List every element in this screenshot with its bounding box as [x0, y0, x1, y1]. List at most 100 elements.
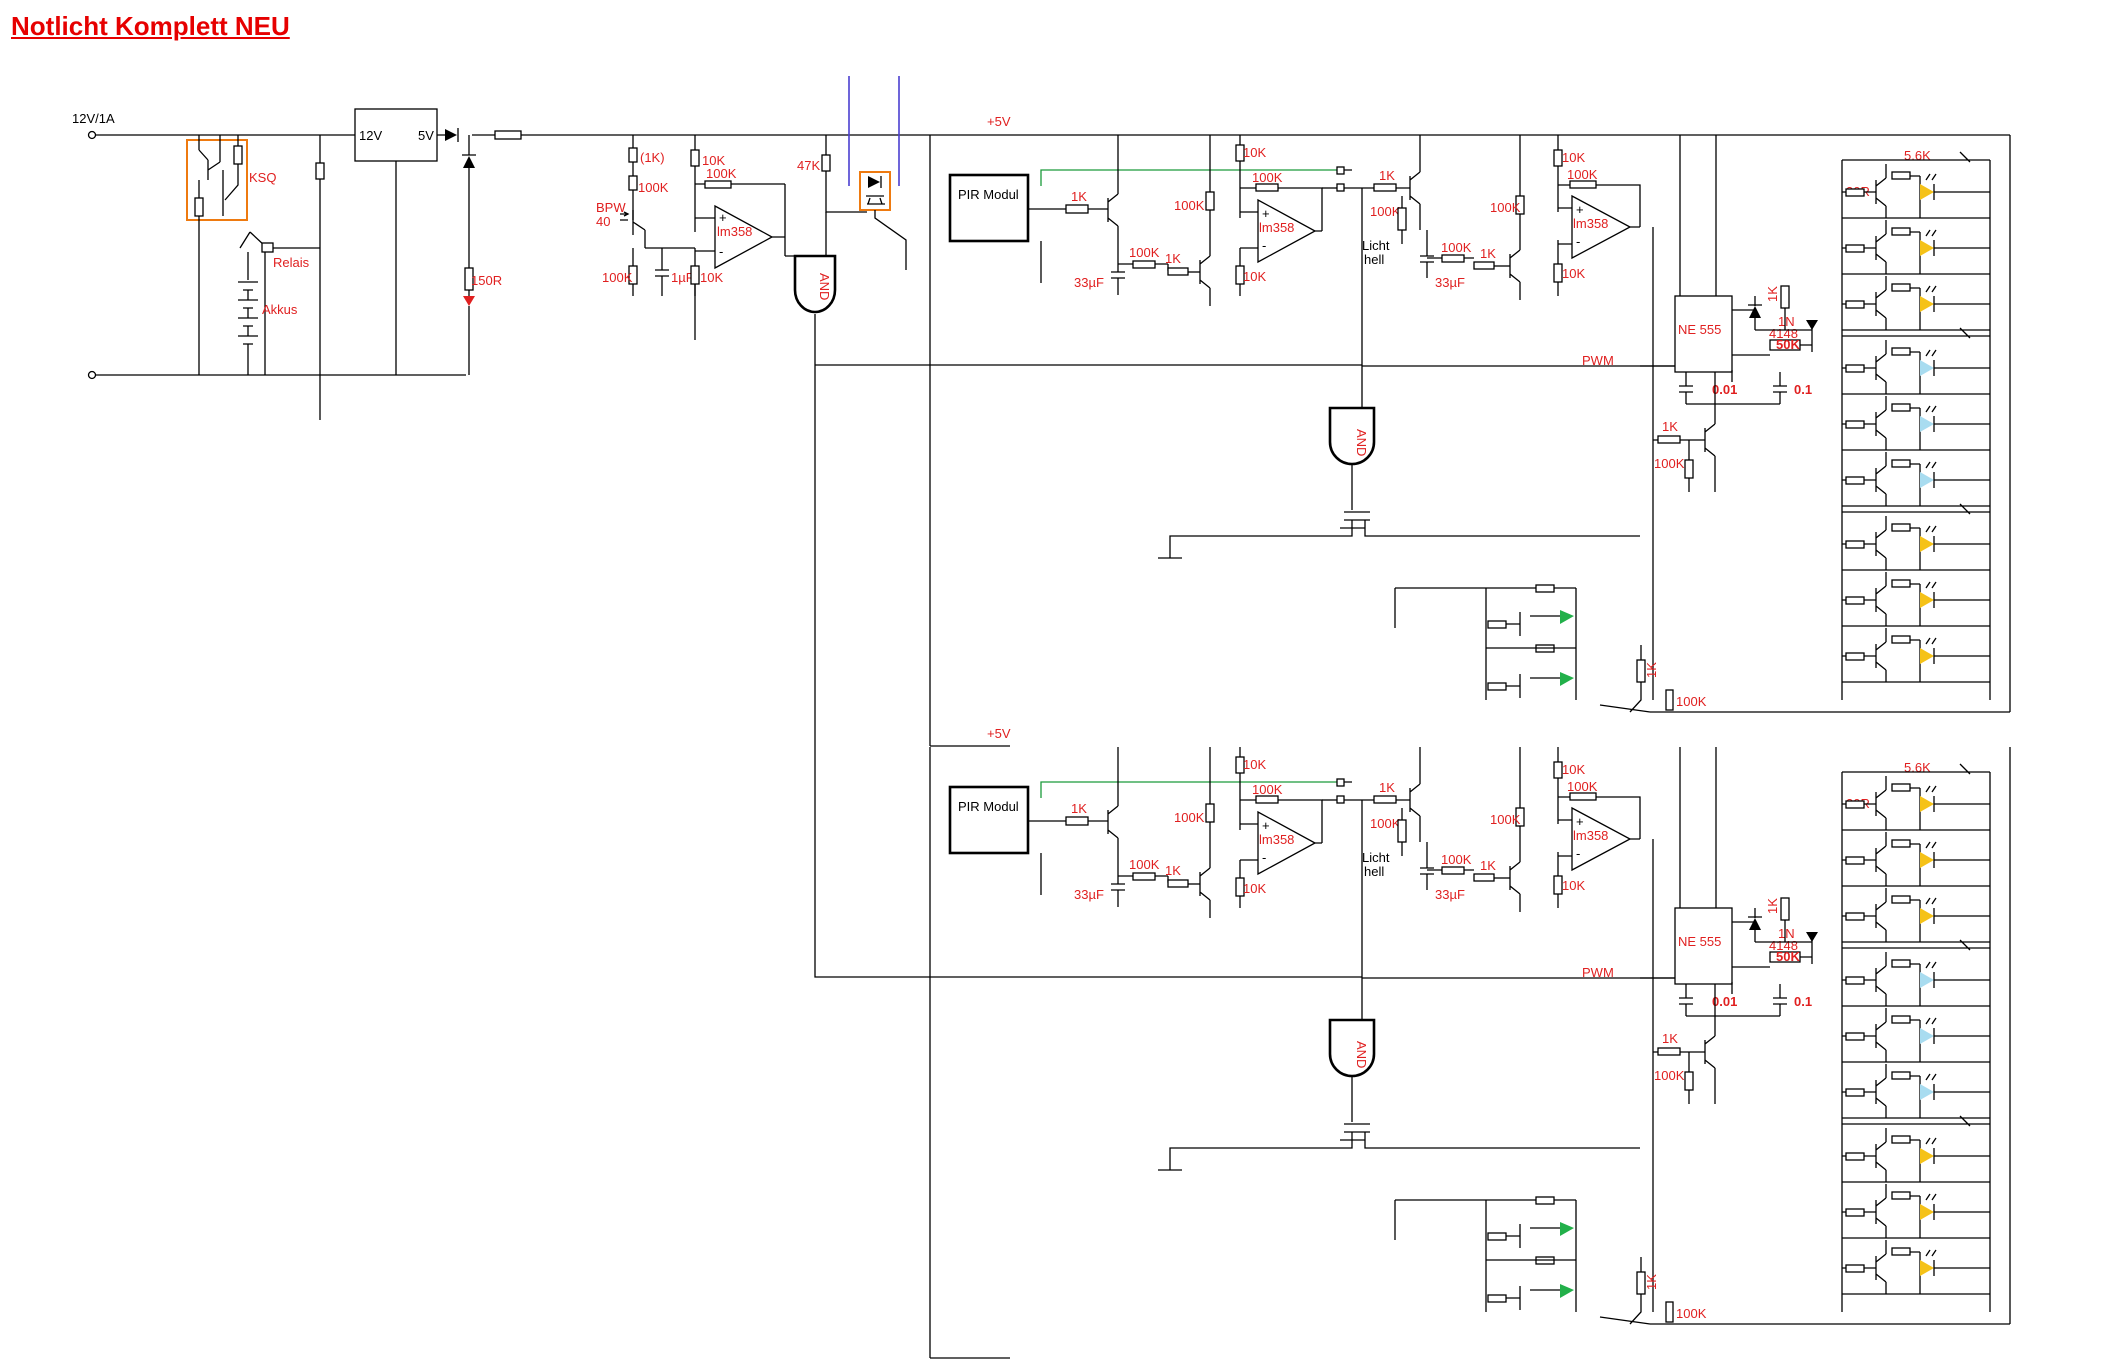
resistor-icon	[1891, 1191, 1911, 1200]
r-47k-label: 47K	[797, 158, 820, 173]
resistor-icon	[1845, 364, 1865, 373]
r-1k-e-label: 1K	[1765, 286, 1780, 302]
terminal-minus-icon	[87, 370, 97, 380]
resistor-icon	[233, 145, 243, 165]
sensor-channel-2	[928, 724, 2012, 1360]
battery-icon	[238, 252, 258, 375]
r-100k-d-label: 100K	[1174, 198, 1205, 213]
led-lead	[1925, 1073, 1990, 1100]
led-lead	[1925, 285, 1990, 312]
resistor-icon	[1065, 204, 1089, 214]
resistor-icon	[1891, 523, 1911, 532]
r-50k-label: 50K	[1776, 337, 1800, 352]
led-icon	[1920, 972, 1934, 988]
resistor-icon	[1845, 1208, 1865, 1217]
resistor-icon	[1891, 1247, 1911, 1256]
r-1k-c-label: 1K	[1379, 168, 1395, 183]
resistor-icon	[1845, 912, 1865, 921]
led-icon	[1920, 472, 1934, 488]
led-lead	[1925, 897, 1990, 924]
resistor-icon	[1891, 459, 1911, 468]
r-100k-e-label: 100K	[1252, 170, 1283, 185]
led-rows-channel-2	[1842, 763, 1990, 1295]
green-led-cluster	[1394, 584, 1577, 700]
led-icon	[463, 296, 475, 306]
ksq-label: KSQ	[249, 170, 276, 185]
resistor-icon	[1845, 420, 1865, 429]
r-10k-e-label: 10K	[1562, 150, 1585, 165]
r-100k-b-label: 100K	[602, 270, 633, 285]
transistor-icon	[1409, 135, 1421, 230]
resistor-icon	[1891, 959, 1911, 968]
resistor-icon	[1569, 180, 1597, 189]
resistor-icon	[1845, 476, 1865, 485]
and-gate-2	[1328, 406, 1376, 466]
svg-text:+: +	[719, 210, 727, 225]
r-10k-b-label: 10K	[700, 270, 723, 285]
bpw-num-label: 40	[596, 214, 610, 229]
c-01-label: 0.1	[1794, 382, 1812, 397]
opamp-3-label: lm358	[1573, 216, 1608, 231]
r-100k-g-label: 100K	[1441, 240, 1472, 255]
and-gate-1	[793, 254, 837, 314]
mosfet-icon	[1158, 511, 1640, 559]
resistor-icon	[690, 265, 700, 285]
led-lead	[1925, 785, 1990, 812]
resistor-icon	[1167, 267, 1189, 276]
pir-label: PIR Modul	[958, 187, 1019, 202]
light-sensor-section: (1K) 100K BPW 40 100K 1µF 10K 10K lm358 …	[596, 76, 907, 365]
resistor-icon	[1845, 596, 1865, 605]
and-gate-2-label: AND	[1354, 429, 1369, 456]
bpw-label: BPW	[596, 200, 626, 215]
bank-switch	[1842, 1115, 1990, 1127]
resistor-icon	[1891, 403, 1911, 412]
resistor-icon	[1845, 652, 1865, 661]
capacitor-icon	[655, 269, 669, 296]
resistor-icon	[704, 180, 732, 189]
relay-coil	[261, 242, 274, 253]
resistor-icon	[628, 175, 638, 191]
led-icon	[1920, 184, 1934, 200]
bank-switch	[1842, 327, 1990, 339]
svg-text:-: -	[1262, 238, 1266, 253]
licht-label: Licht	[1362, 238, 1390, 253]
ne555-label: NE 555	[1678, 322, 1721, 337]
c-33uf-label: 33µF	[1074, 275, 1104, 290]
svg-text:-: -	[1576, 234, 1580, 249]
resistor-icon	[1891, 347, 1911, 356]
power-supply-section: 12V/1A KSQ Relais Akkus 12V 5V	[72, 108, 2010, 420]
r150-label: 150R	[471, 273, 502, 288]
diode-icon	[445, 129, 457, 141]
regulator-in-label: 12V	[359, 128, 382, 143]
led-lead	[1925, 1137, 1990, 1164]
terminal-plus-icon	[87, 130, 97, 140]
led-icon	[1920, 240, 1934, 256]
c-1uf-label: 1µF	[671, 270, 694, 285]
r-100k-h-label: 100K	[1490, 200, 1521, 215]
r-1k-g-label: 1K	[1644, 662, 1659, 678]
led-lead	[1925, 1017, 1990, 1044]
resistor-icon	[1891, 579, 1911, 588]
led-lead	[1925, 581, 1990, 608]
bank-switch	[1842, 151, 1990, 163]
led-lead	[1925, 229, 1990, 256]
led-icon	[1560, 610, 1574, 624]
resistor-icon	[1684, 459, 1694, 479]
resistor-icon	[1780, 285, 1790, 309]
opamp-1-label: lm358	[717, 224, 752, 239]
voltage-regulator	[354, 108, 438, 162]
terminal-icon	[1336, 183, 1345, 192]
resistor-icon	[1397, 207, 1407, 231]
photodiode-icon	[620, 210, 646, 248]
diode-1n-label: 1N	[1778, 314, 1795, 329]
led-lead	[1925, 1249, 1990, 1276]
resistor-icon	[194, 197, 204, 217]
led-icon	[1920, 1260, 1934, 1276]
led-icon	[1920, 1084, 1934, 1100]
opamp-3	[1571, 194, 1632, 260]
r-1k-f-label: 1K	[1662, 419, 1678, 434]
led-icon	[1920, 852, 1934, 868]
transistor-icon	[1509, 135, 1521, 300]
led-icon	[1920, 592, 1934, 608]
opamp-2	[1257, 198, 1317, 264]
